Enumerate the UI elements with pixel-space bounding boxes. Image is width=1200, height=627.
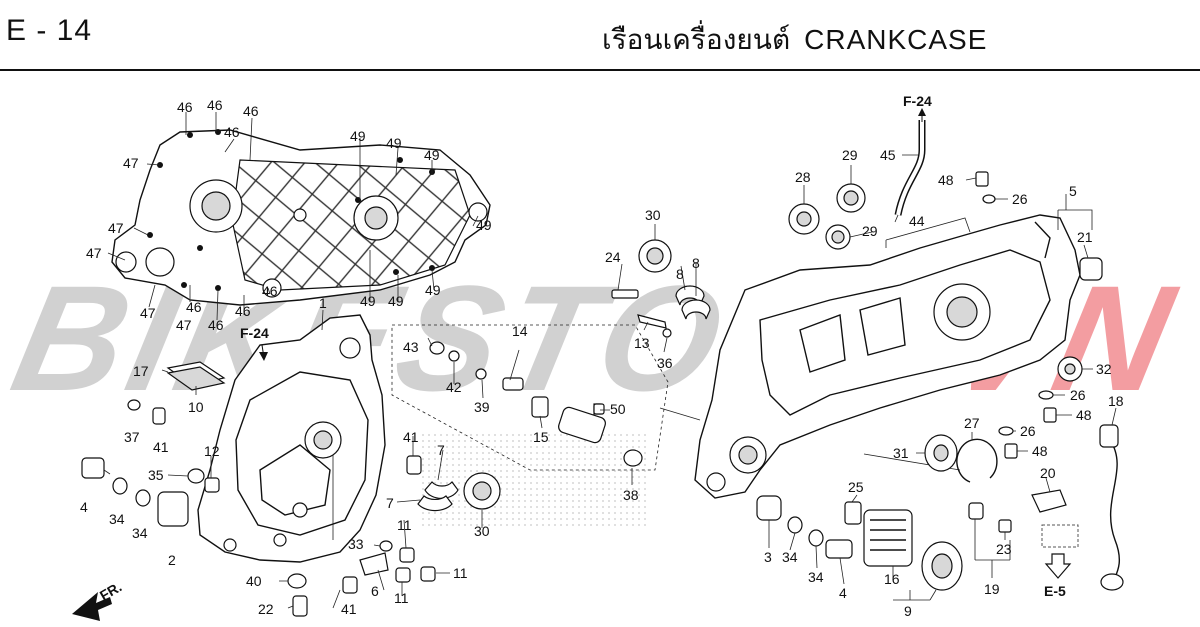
page-header: E - 14 เรือนเครื่องยนต์ CRANKCASE <box>0 0 1200 71</box>
callout-46: 46 <box>208 317 224 333</box>
callout-49: 49 <box>388 293 404 309</box>
title-thai: เรือนเครื่องยนต์ <box>602 23 791 56</box>
callout-48: 48 <box>938 172 954 188</box>
callout-44: 44 <box>909 213 925 229</box>
callout-47: 47 <box>86 245 102 261</box>
callout-41: 41 <box>341 601 357 617</box>
ref-f24-top: F-24 <box>903 93 932 109</box>
callout-46: 46 <box>207 97 223 113</box>
callout-23: 23 <box>996 541 1012 557</box>
callout-49: 49 <box>386 135 402 151</box>
callout-11: 11 <box>453 565 468 581</box>
callout-1: 1 <box>319 295 327 311</box>
callout-25: 25 <box>848 479 864 495</box>
callout-34: 34 <box>808 569 824 585</box>
callout-49: 49 <box>424 147 440 163</box>
callout-50: 50 <box>610 401 626 417</box>
callout-47: 47 <box>108 220 124 236</box>
callout-10: 10 <box>188 399 204 415</box>
callout-24: 24 <box>605 249 621 265</box>
callout-38: 38 <box>623 487 639 503</box>
header-rule <box>0 69 1200 71</box>
callout-31: 31 <box>893 445 909 461</box>
callout-3: 3 <box>764 549 772 565</box>
callout-48: 48 <box>1032 443 1048 459</box>
callout-45: 45 <box>880 147 896 163</box>
callout-36: 36 <box>657 355 673 371</box>
callout-32: 32 <box>1096 361 1112 377</box>
callout-46: 46 <box>177 99 193 115</box>
page-title: เรือนเครื่องยนต์ CRANKCASE <box>602 18 987 62</box>
callout-18: 18 <box>1108 393 1124 409</box>
callout-28: 28 <box>795 169 811 185</box>
callout-17: 17 <box>133 363 149 379</box>
title-english: CRANKCASE <box>804 24 988 55</box>
crankcase-cover-left <box>111 129 491 306</box>
callout-9: 9 <box>904 603 912 619</box>
callout-46: 46 <box>243 103 259 119</box>
callout-41: 41 <box>153 439 169 455</box>
callout-30: 30 <box>645 207 661 223</box>
callout-4: 4 <box>80 499 88 515</box>
callout-7: 7 <box>386 495 394 511</box>
callout-2: 2 <box>168 552 176 568</box>
callout-49: 49 <box>425 282 441 298</box>
callout-34: 34 <box>109 511 125 527</box>
ref-f24-left: F-24 <box>240 325 269 341</box>
callout-29: 29 <box>842 147 858 163</box>
small-parts <box>81 120 1124 617</box>
callout-33: 33 <box>348 536 364 552</box>
callout-20: 20 <box>1040 465 1056 481</box>
callout-7: 7 <box>437 442 445 458</box>
callout-8: 8 <box>676 266 684 282</box>
callout-29: 29 <box>862 223 878 239</box>
callout-46: 46 <box>235 303 251 319</box>
callout-13: 13 <box>634 335 650 351</box>
callout-47: 47 <box>176 317 192 333</box>
callout-11: 11 <box>397 517 412 533</box>
callout-47: 47 <box>123 155 139 171</box>
callout-40: 40 <box>246 573 262 589</box>
callout-5: 5 <box>1069 183 1077 199</box>
callout-39: 39 <box>474 399 490 415</box>
callout-22: 22 <box>258 601 274 617</box>
callout-12: 12 <box>204 443 220 459</box>
callout-30: 30 <box>474 523 490 539</box>
page-code: E - 14 <box>6 14 93 47</box>
callout-6: 6 <box>371 583 379 599</box>
callout-19: 19 <box>984 581 1000 597</box>
callout-46: 46 <box>186 299 202 315</box>
callout-8: 8 <box>692 255 700 271</box>
callout-37: 37 <box>124 429 140 445</box>
callout-4: 4 <box>839 585 847 601</box>
callout-16: 16 <box>884 571 900 587</box>
callout-47: 47 <box>140 305 156 321</box>
callout-48: 48 <box>1076 407 1092 423</box>
callout-27: 27 <box>964 415 980 431</box>
callout-46: 46 <box>262 283 278 299</box>
crankcase-right-half <box>694 214 1081 499</box>
callout-34: 34 <box>782 549 798 565</box>
callout-41: 41 <box>403 429 419 445</box>
ref-fr: FR. <box>97 578 125 603</box>
callout-49: 49 <box>360 293 376 309</box>
callout-15: 15 <box>533 429 549 445</box>
callout-26: 26 <box>1020 423 1036 439</box>
callout-42: 42 <box>446 379 462 395</box>
crankcase-left-half <box>197 314 386 563</box>
parts-diagram: BIKESTOCKVN <box>0 93 1191 621</box>
ref-e5: E-5 <box>1044 583 1066 599</box>
callout-21: 21 <box>1077 229 1093 245</box>
callout-43: 43 <box>403 339 419 355</box>
callout-49: 49 <box>476 217 492 233</box>
callout-26: 26 <box>1012 191 1028 207</box>
callout-11: 11 <box>394 590 409 606</box>
callout-26: 26 <box>1070 387 1086 403</box>
callout-49: 49 <box>350 128 366 144</box>
callout-14: 14 <box>512 323 528 339</box>
callout-35: 35 <box>148 467 164 483</box>
callout-34: 34 <box>132 525 148 541</box>
callout-46: 46 <box>224 124 240 140</box>
leader-lines <box>103 112 1117 609</box>
